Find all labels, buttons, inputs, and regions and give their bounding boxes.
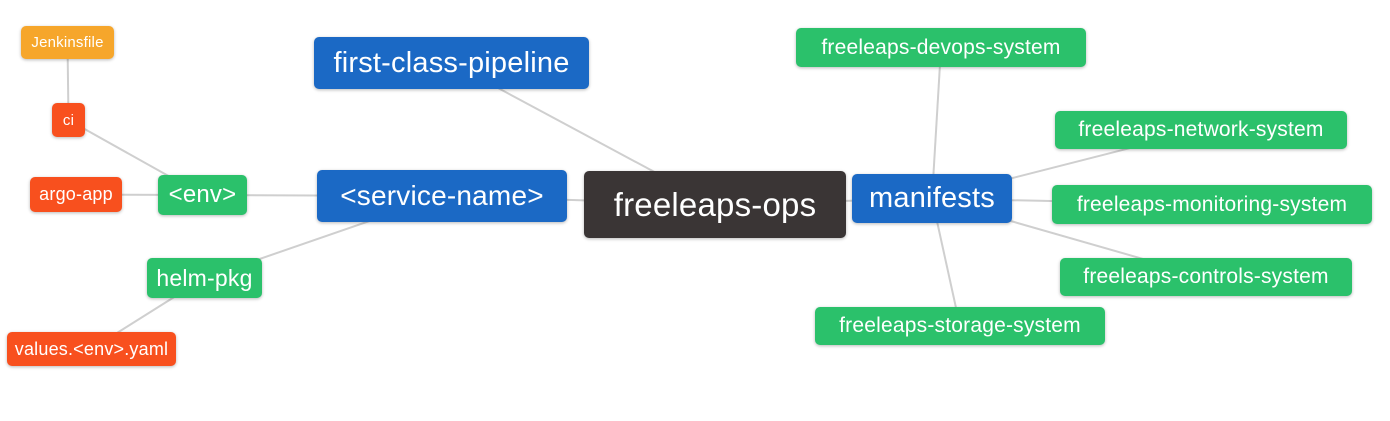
node-helm-pkg[interactable]: helm-pkg bbox=[147, 258, 262, 298]
node-service-name[interactable]: <service-name> bbox=[317, 170, 567, 222]
node-freeleaps-devops-system[interactable]: freeleaps-devops-system bbox=[796, 28, 1086, 67]
node-ci[interactable]: ci bbox=[52, 103, 85, 137]
node-freeleaps-network-system[interactable]: freeleaps-network-system bbox=[1055, 111, 1347, 149]
node-first-class-pipeline[interactable]: first-class-pipeline bbox=[314, 37, 589, 89]
node-freeleaps-monitoring-system[interactable]: freeleaps-monitoring-system bbox=[1052, 185, 1372, 224]
node-freeleaps-ops[interactable]: freeleaps-ops bbox=[584, 171, 846, 238]
node-env[interactable]: <env> bbox=[158, 175, 247, 215]
node-values-env-yaml[interactable]: values.<env>.yaml bbox=[7, 332, 176, 366]
node-argo-app[interactable]: argo-app bbox=[30, 177, 122, 212]
node-manifests[interactable]: manifests bbox=[852, 174, 1012, 223]
node-freeleaps-controls-system[interactable]: freeleaps-controls-system bbox=[1060, 258, 1352, 296]
node-jenkinsfile[interactable]: Jenkinsfile bbox=[21, 26, 114, 59]
node-freeleaps-storage-system[interactable]: freeleaps-storage-system bbox=[815, 307, 1105, 345]
